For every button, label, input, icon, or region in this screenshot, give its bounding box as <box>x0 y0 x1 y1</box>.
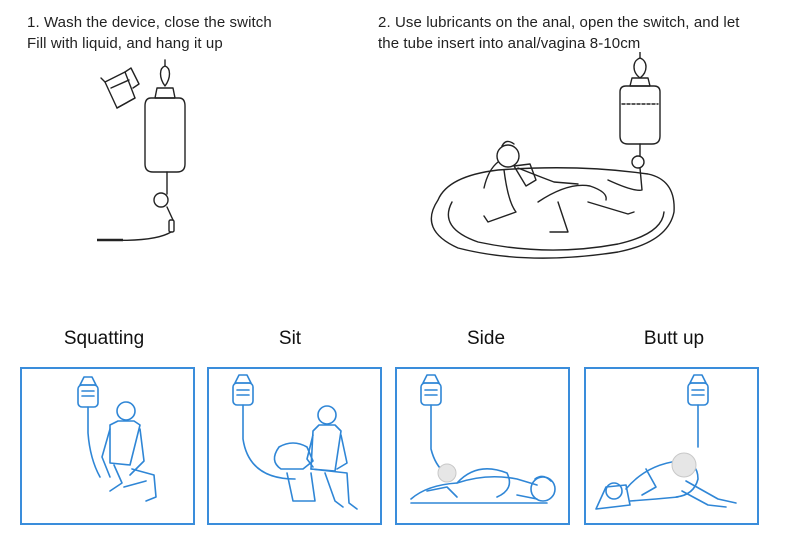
position-label-butt-up: Butt up <box>643 328 705 349</box>
reclining-person-icon <box>483 140 635 233</box>
step-2-line-1: 2. Use lubricants on the anal, open the … <box>378 14 740 31</box>
step-1-instruction: 1. Wash the device, close the switch Fil… <box>27 12 357 54</box>
pitcher-icon <box>100 67 140 109</box>
switch-clamp-icon <box>631 155 645 169</box>
step-2-instruction: 2. Use lubricants on the anal, open the … <box>378 12 788 54</box>
squatting-position-panel <box>20 367 195 525</box>
side-position-panel <box>395 367 570 525</box>
fill-and-hang-illustration <box>97 59 186 242</box>
mat-outline <box>430 167 675 259</box>
sit-position-panel <box>207 367 382 525</box>
step-1-line-2: Fill with liquid, and hang it up <box>27 35 223 52</box>
position-label-side: Side <box>466 328 506 349</box>
butt-up-figure-icon <box>595 374 737 510</box>
squatting-figure-icon <box>77 376 157 502</box>
position-label-squatting: Squatting <box>63 328 145 349</box>
step-1-line-1: 1. Wash the device, close the switch <box>27 14 272 31</box>
enema-bag-icon <box>607 52 661 191</box>
position-label-sit: Sit <box>278 328 302 349</box>
butt-up-position-panel <box>584 367 759 525</box>
insertion-highlight-icon <box>437 463 457 483</box>
switch-clamp-icon <box>153 192 169 208</box>
hook-icon <box>159 59 171 87</box>
insert-tube-illustration <box>430 52 675 259</box>
insertion-highlight-icon <box>671 452 697 478</box>
sitting-figure-icon <box>232 374 358 510</box>
step-2-line-2: the tube insert into anal/vagina 8-10cm <box>378 35 641 52</box>
side-lying-figure-icon <box>410 374 556 504</box>
enema-bag-icon <box>104 87 186 241</box>
